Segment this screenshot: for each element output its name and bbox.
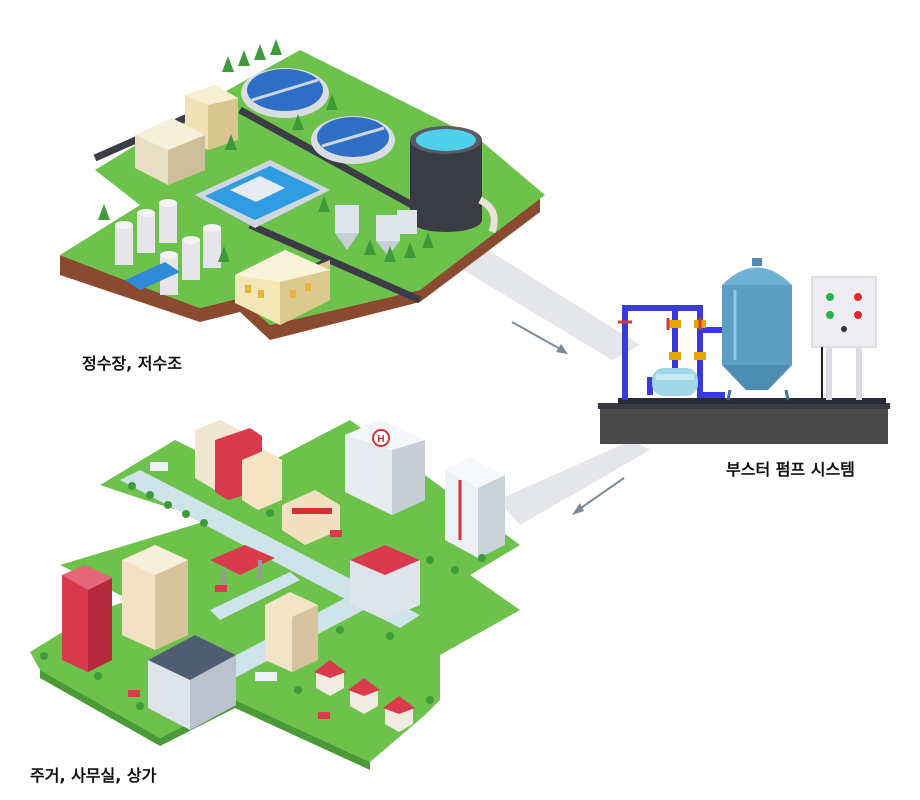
storage-tank (410, 126, 498, 234)
gas-station (210, 545, 275, 590)
control-panel (811, 276, 877, 400)
red-tower-left (62, 565, 112, 672)
clarifier-tank-1 (241, 68, 329, 118)
pump-pipes (622, 305, 725, 400)
valve-handles (618, 318, 702, 330)
houses (314, 660, 415, 732)
plant-trees (98, 39, 434, 262)
booster-pump-label: 부스터 펌프 시스템 (726, 460, 855, 479)
pressure-tank (722, 258, 792, 401)
grey-office-block (148, 635, 236, 730)
flow-band-plant-to-pump (450, 250, 640, 360)
red-roof-building (350, 545, 420, 620)
pump-base-top (598, 403, 890, 409)
plant-admin-building (235, 250, 330, 325)
flow-band-pump-to-city (498, 440, 650, 525)
pump-base (600, 408, 888, 444)
digester-tanks (115, 199, 221, 295)
beige-apartment (122, 545, 188, 650)
pump-skid (618, 398, 886, 404)
pump-motor-tank (652, 368, 698, 396)
arrow-to-city (572, 477, 625, 515)
plant-building-lab (135, 118, 205, 185)
water-treatment-plant (60, 39, 545, 340)
water-plant-label: 정수장, 저수조 (82, 354, 182, 373)
plant-soil (60, 195, 540, 340)
hospital-building: H (345, 420, 425, 515)
hospital-sign: H (377, 434, 384, 445)
apartment-cluster-top (195, 420, 282, 510)
clarifier-tank-2 (311, 116, 395, 164)
arrow-to-pump (511, 321, 568, 354)
middle-apartment (265, 592, 318, 672)
tall-tower-right (445, 458, 505, 558)
city-trees (40, 482, 486, 710)
vehicles (128, 462, 342, 719)
filtration-basin (195, 160, 330, 228)
booster-pump-system (598, 258, 890, 444)
city-label: 주거, 사무실, 상가 (30, 766, 157, 785)
convenience-store (282, 490, 340, 545)
silos (335, 205, 417, 256)
city-district: H (30, 420, 520, 770)
